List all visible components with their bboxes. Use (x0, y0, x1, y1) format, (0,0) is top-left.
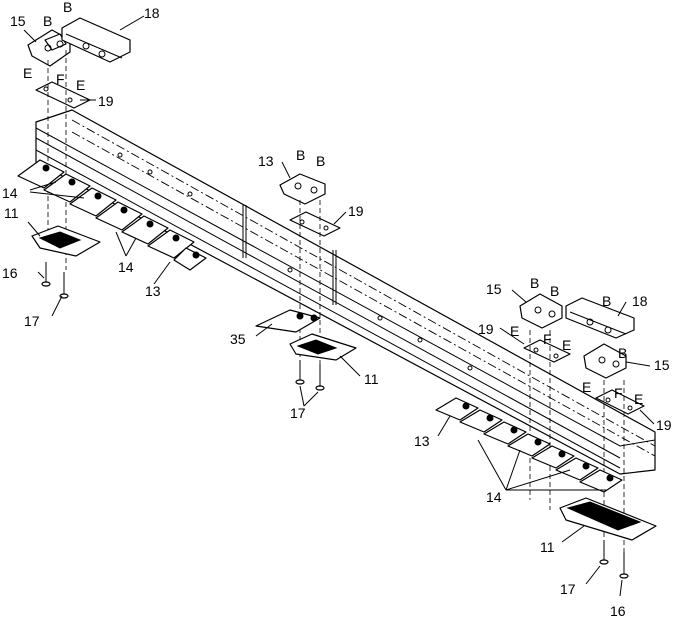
callout-18: 18 (632, 293, 648, 309)
bolt-16-left (41, 262, 51, 287)
callout-B: B (618, 345, 627, 361)
callout-17: 17 (290, 405, 306, 421)
callout-13: 13 (414, 433, 430, 449)
guard-15-right-lower (583, 343, 627, 379)
knife-sections-right (435, 397, 623, 493)
callout-E: E (634, 391, 643, 407)
callout-17: 17 (560, 581, 576, 597)
bolt-17-right (599, 540, 609, 565)
callout-B: B (43, 13, 52, 29)
callout-19: 19 (348, 203, 364, 219)
guard-11-left (31, 225, 101, 257)
callout-13: 13 (258, 153, 274, 169)
callout-E: E (582, 379, 591, 395)
plate-18-right (565, 297, 635, 339)
bolt-17-left (59, 272, 69, 299)
callout-11: 11 (4, 205, 19, 221)
plate-19-right-lower (595, 389, 645, 415)
callout-19: 19 (478, 321, 494, 337)
callout-15: 15 (486, 281, 502, 297)
callout-13: 13 (145, 283, 161, 299)
callout-B: B (602, 293, 611, 309)
plate-19-right-upper (523, 339, 571, 363)
callout-14: 14 (2, 185, 18, 201)
callout-F: F (56, 71, 65, 87)
callout-15: 15 (10, 13, 26, 29)
callout-B: B (550, 283, 559, 299)
callout-B: B (316, 153, 325, 169)
callout-E: E (510, 323, 519, 339)
callout-11: 11 (364, 371, 379, 387)
bolt-16-right (619, 552, 629, 579)
callout-F: F (614, 385, 623, 401)
guard-13-middle (279, 173, 326, 205)
callout-16: 16 (610, 603, 626, 619)
callout-18: 18 (144, 5, 160, 21)
callout-B: B (63, 0, 72, 15)
callout-19: 19 (656, 417, 672, 433)
callout-B: B (530, 275, 539, 291)
callout-35: 35 (230, 331, 246, 347)
knife-35-middle (255, 309, 321, 333)
callout-15: 15 (654, 357, 670, 373)
callout-19: 19 (98, 93, 114, 109)
callout-E: E (76, 77, 85, 93)
cutter-bar (35, 109, 656, 475)
plate-19-middle (289, 211, 341, 237)
callout-F: F (543, 331, 552, 347)
leader-lines (23, 15, 655, 597)
callout-17: 17 (24, 313, 40, 329)
guard-11-middle (289, 333, 357, 361)
callout-16: 16 (2, 265, 18, 281)
callout-E: E (23, 65, 32, 81)
callout-E: E (562, 337, 571, 353)
callout-B: B (296, 147, 305, 163)
callout-14: 14 (486, 489, 502, 505)
callout-11: 11 (540, 539, 555, 555)
plate-18-top-left (61, 17, 131, 63)
bolts-17-middle (295, 360, 325, 391)
guard-11-right (559, 497, 657, 541)
guard-15-top-left (27, 29, 71, 67)
callout-14: 14 (118, 259, 134, 275)
guard-15-right-upper (519, 293, 563, 329)
